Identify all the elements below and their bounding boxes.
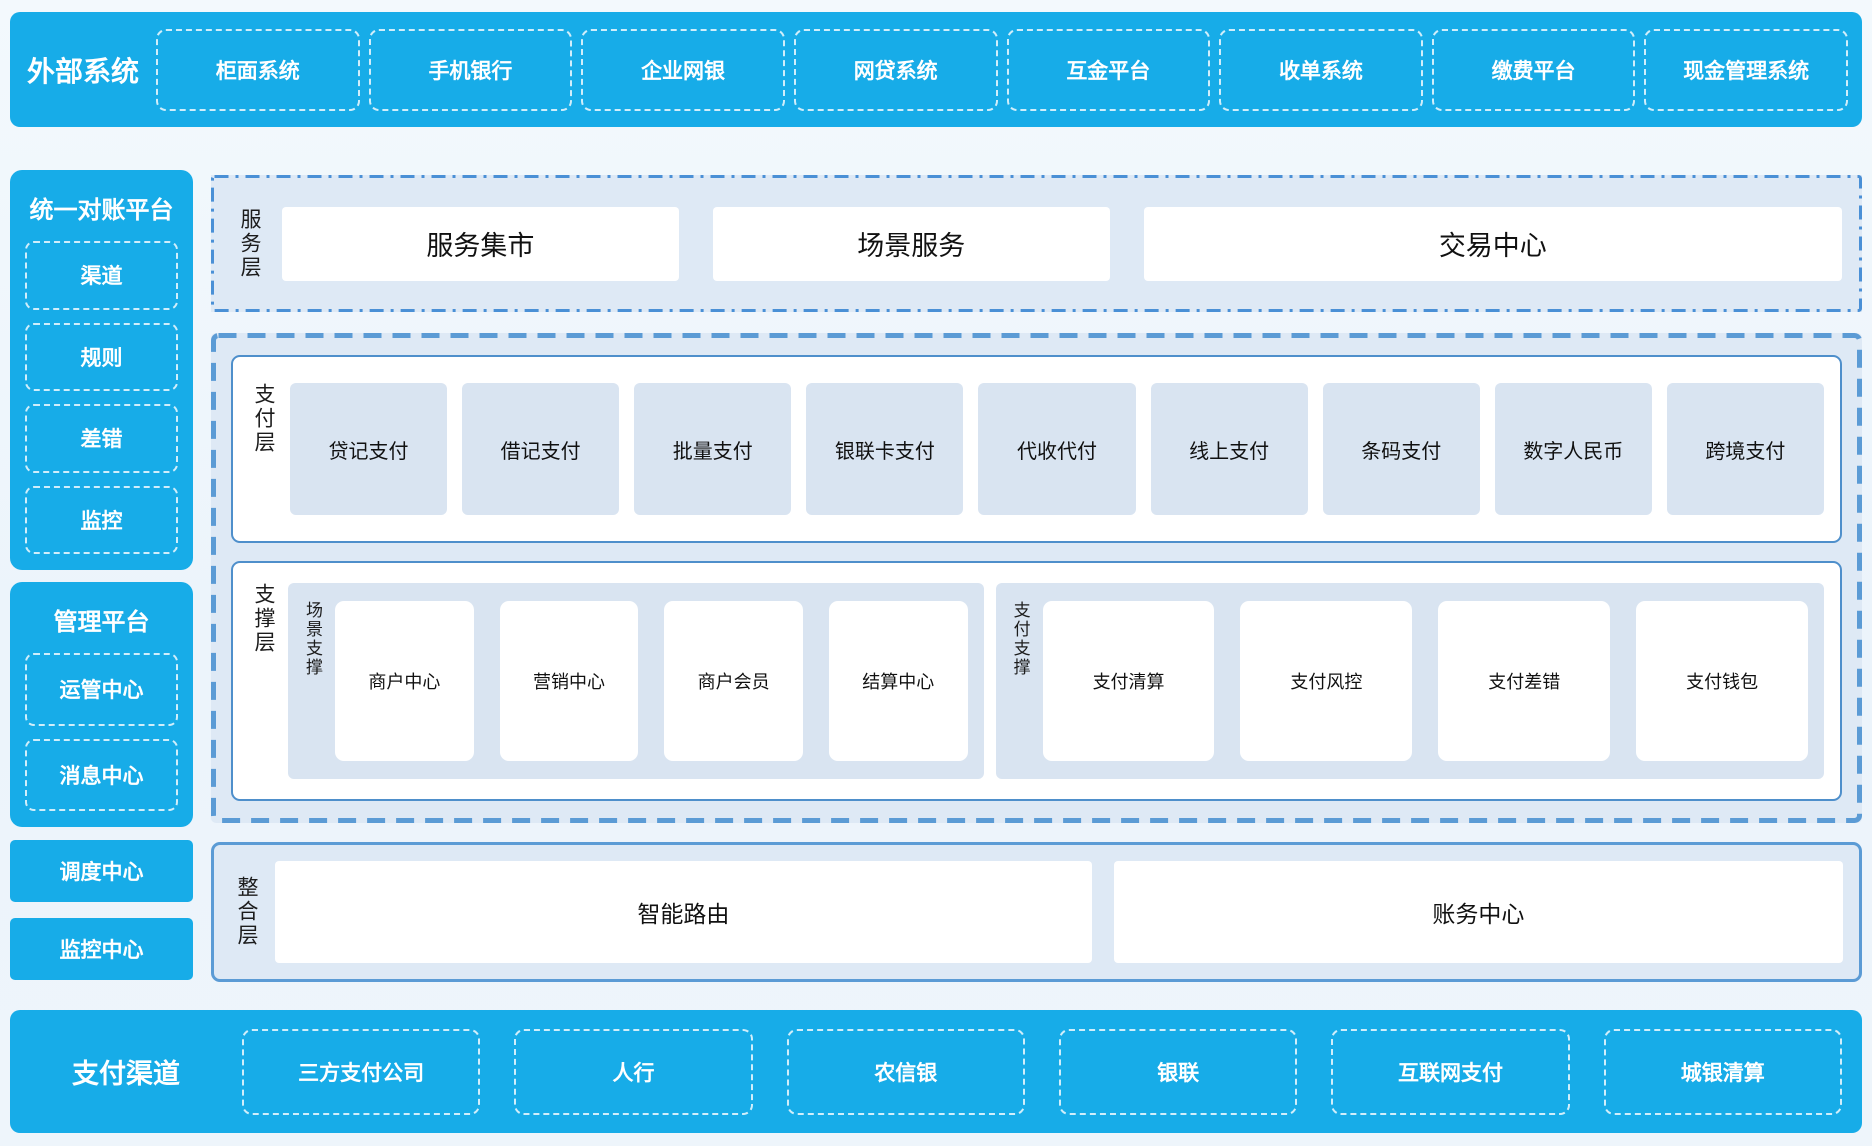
- external-system-box: 互金平台: [1007, 29, 1211, 111]
- integration-box: 智能路由: [275, 861, 1092, 963]
- external-system-box: 企业网银: [581, 29, 785, 111]
- support-box: 支付风控: [1240, 601, 1412, 761]
- support-box: 支付清算: [1043, 601, 1215, 761]
- reconciliation-platform-panel: 统一对账平台 渠道 规则 差错 监控: [10, 170, 193, 570]
- scene-support-items: 商户中心 营销中心 商户会员 结算中心: [335, 601, 968, 761]
- payment-support-label: 支付支撑: [1012, 601, 1029, 761]
- reconciliation-platform-title: 统一对账平台: [25, 170, 178, 241]
- payment-box: 批量支付: [634, 383, 791, 515]
- service-box: 交易中心: [1144, 207, 1842, 281]
- payment-channel-box: 农信银: [787, 1029, 1025, 1115]
- payment-channel-box: 城银清算: [1604, 1029, 1842, 1115]
- core-dashed-container: 支付层 贷记支付 借记支付 批量支付 银联卡支付 代收代付 线上支付 条码支付 …: [211, 333, 1862, 823]
- support-layer: 支撑层 场景支撑 商户中心 营销中心 商户会员 结算中心: [231, 561, 1842, 801]
- payment-channels-items: 三方支付公司 人行 农信银 银联 互联网支付 城银清算: [242, 1029, 1842, 1115]
- payment-layer: 支付层 贷记支付 借记支付 批量支付 银联卡支付 代收代付 线上支付 条码支付 …: [231, 355, 1842, 543]
- scene-support-group: 场景支撑 商户中心 营销中心 商户会员 结算中心: [288, 583, 984, 779]
- reconciliation-box: 监控: [25, 486, 178, 555]
- support-layer-label: 支撑层: [253, 583, 274, 779]
- management-platform-title: 管理平台: [25, 582, 178, 653]
- middle-section: 统一对账平台 渠道 规则 差错 监控 管理平台 运管中心 消息中心 调度中心 监…: [10, 145, 1862, 982]
- left-sidebar: 统一对账平台 渠道 规则 差错 监控 管理平台 运管中心 消息中心 调度中心 监…: [10, 145, 193, 982]
- support-box: 支付差错: [1438, 601, 1610, 761]
- integration-layer-label: 整合层: [236, 876, 257, 948]
- dispatch-center-box: 调度中心: [10, 840, 193, 902]
- management-box: 消息中心: [25, 739, 178, 812]
- external-systems-bar: 外部系统 柜面系统 手机银行 企业网银 网贷系统 互金平台 收单系统 缴费平台 …: [10, 12, 1862, 127]
- external-system-box: 柜面系统: [156, 29, 360, 111]
- payment-box: 代收代付: [978, 383, 1135, 515]
- reconciliation-box: 渠道: [25, 241, 178, 310]
- payment-channels-label: 支付渠道: [10, 1052, 242, 1091]
- payment-box: 借记支付: [462, 383, 619, 515]
- external-systems-label: 外部系统: [10, 50, 156, 90]
- service-box: 场景服务: [713, 207, 1110, 281]
- external-system-box: 手机银行: [369, 29, 573, 111]
- management-box: 运管中心: [25, 653, 178, 726]
- integration-box: 账务中心: [1114, 861, 1843, 963]
- payment-channel-box: 银联: [1059, 1029, 1297, 1115]
- service-box: 服务集市: [282, 207, 679, 281]
- external-system-box: 网贷系统: [794, 29, 998, 111]
- integration-layer: 整合层 智能路由 账务中心: [211, 842, 1862, 982]
- support-box: 商户中心: [335, 601, 474, 761]
- support-layer-groups: 场景支撑 商户中心 营销中心 商户会员 结算中心 支付支撑 支付清算: [288, 583, 1824, 779]
- payment-box: 条码支付: [1323, 383, 1480, 515]
- payment-box: 贷记支付: [290, 383, 447, 515]
- external-systems-items: 柜面系统 手机银行 企业网银 网贷系统 互金平台 收单系统 缴费平台 现金管理系…: [156, 29, 1848, 111]
- service-layer-items: 服务集市 场景服务 交易中心: [282, 207, 1842, 281]
- payment-channels-bar: 支付渠道 三方支付公司 人行 农信银 银联 互联网支付 城银清算: [10, 1010, 1862, 1133]
- management-platform-panel: 管理平台 运管中心 消息中心: [10, 582, 193, 827]
- payment-box: 数字人民币: [1495, 383, 1652, 515]
- payment-channel-box: 互联网支付: [1331, 1029, 1569, 1115]
- payment-box: 线上支付: [1151, 383, 1308, 515]
- external-system-box: 收单系统: [1219, 29, 1423, 111]
- scene-support-label: 场景支撑: [304, 601, 321, 761]
- payment-channel-box: 三方支付公司: [242, 1029, 480, 1115]
- service-layer: 服务层 服务集市 场景服务 交易中心: [211, 175, 1862, 312]
- support-box: 商户会员: [664, 601, 803, 761]
- payment-box: 跨境支付: [1667, 383, 1824, 515]
- reconciliation-items: 渠道 规则 差错 监控: [25, 241, 178, 554]
- external-system-box: 现金管理系统: [1644, 29, 1848, 111]
- reconciliation-box: 规则: [25, 323, 178, 392]
- payment-layer-items: 贷记支付 借记支付 批量支付 银联卡支付 代收代付 线上支付 条码支付 数字人民…: [290, 383, 1824, 515]
- payment-support-group: 支付支撑 支付清算 支付风控 支付差错 支付钱包: [996, 583, 1824, 779]
- external-system-box: 缴费平台: [1432, 29, 1636, 111]
- payment-support-items: 支付清算 支付风控 支付差错 支付钱包: [1043, 601, 1808, 761]
- service-layer-label: 服务层: [239, 208, 260, 280]
- monitor-center-box: 监控中心: [10, 918, 193, 980]
- reconciliation-box: 差错: [25, 404, 178, 473]
- integration-layer-items: 智能路由 账务中心: [275, 861, 1843, 963]
- support-box: 支付钱包: [1636, 601, 1808, 761]
- payment-channel-box: 人行: [514, 1029, 752, 1115]
- support-box: 结算中心: [829, 601, 968, 761]
- support-box: 营销中心: [500, 601, 639, 761]
- payment-layer-label: 支付层: [253, 383, 274, 515]
- payment-box: 银联卡支付: [806, 383, 963, 515]
- management-items: 运管中心 消息中心: [25, 653, 178, 811]
- main-column: 服务层 服务集市 场景服务 交易中心 支付层 贷记支付 借记支付 批量支付 银联…: [211, 145, 1862, 982]
